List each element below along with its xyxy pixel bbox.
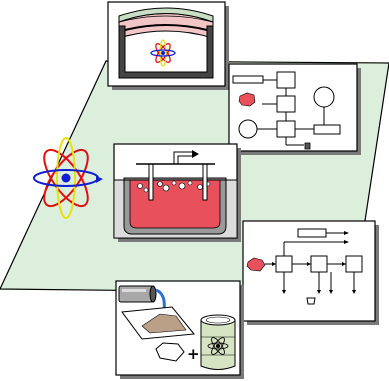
outlet-arrow-icon (192, 150, 199, 158)
powder-pile (141, 313, 187, 334)
flow-boxes-lower (275, 228, 363, 273)
unit-box-2 (276, 95, 296, 113)
flow-boxes-upper (232, 71, 341, 139)
canister-icon (118, 285, 157, 303)
waste-box-icon (304, 142, 311, 150)
electrode-left (148, 163, 154, 201)
waste-container-icon (306, 297, 316, 305)
process-flow-diagram-upper (228, 63, 361, 155)
reactor-panel (107, 1, 229, 90)
orbit-arrow-icon (96, 176, 103, 183)
flow-lines-upper (257, 79, 325, 146)
stage-box-2 (310, 255, 328, 273)
atom-icon (33, 137, 103, 219)
ore-chunk-icon (238, 92, 256, 107)
electrode-right (202, 163, 208, 201)
unit-box-3 (276, 120, 296, 138)
rock-icon (155, 342, 185, 362)
reactor-vessel (118, 25, 214, 79)
process-flow-diagram-lower (242, 220, 379, 325)
vessel-circle-right (313, 86, 335, 108)
electron-orbit-yellow (56, 137, 76, 219)
vessel-circle-left (238, 119, 258, 139)
reactor-atom-icon (150, 39, 176, 67)
top-bar (297, 228, 327, 238)
ore-chunk-icon (246, 257, 266, 272)
stage-box-1 (275, 255, 293, 273)
plus-sign: + (187, 345, 200, 363)
nucleus (61, 173, 71, 183)
radioactive-drum-icon (200, 314, 236, 370)
stage-box-3 (345, 255, 363, 273)
flow-lines-lower (265, 232, 355, 290)
gas-outlet-pipe (173, 151, 192, 164)
waste-disposal-panel: + (115, 280, 244, 379)
gas-bubbles (137, 180, 211, 193)
product-bar (313, 124, 341, 135)
unit-box-1 (276, 71, 296, 89)
flow-arrowheads-lower (272, 231, 356, 294)
electrolysis-tank-panel (113, 143, 241, 242)
feed-bar (232, 75, 264, 84)
